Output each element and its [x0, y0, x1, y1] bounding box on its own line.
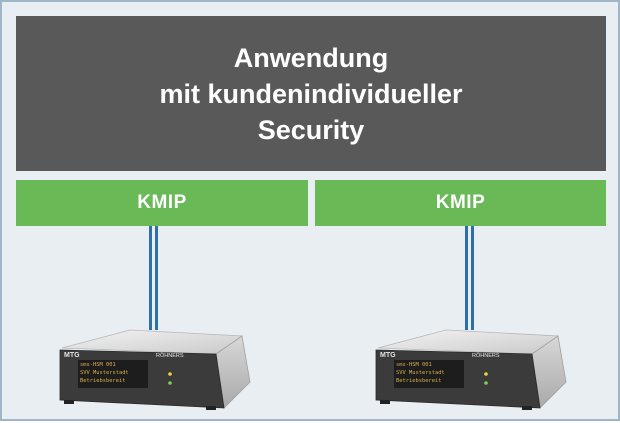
- device-brand: MTG: [380, 352, 396, 359]
- kmip-interface-right: KMIP: [315, 180, 606, 226]
- application-box: Anwendung mit kundenindividueller Securi…: [16, 16, 606, 171]
- display-line-3: Betriebsbereit: [396, 378, 442, 384]
- display-line-2: SVV Musterstadt: [396, 370, 445, 376]
- hsm-device-icon: [59, 329, 251, 410]
- device-maker: RÖHNERS: [472, 353, 500, 359]
- application-title-line-3: Security: [257, 114, 365, 145]
- kmip-label-right: KMIP: [435, 192, 486, 213]
- display-line-1: sms-HSM 001: [396, 362, 432, 368]
- application-title-line-1: Anwendung: [233, 42, 389, 73]
- hsm-device-right: MTG RÖHNERS sms-HSM 001 SVV Musterstadt …: [372, 324, 572, 418]
- application-title-line-2: mit kundenindividueller: [159, 78, 463, 109]
- device-display: sms-HSM 001 SVV Musterstadt Betriebsbere…: [396, 361, 464, 385]
- device-display: sms-HSM 001 SVV Musterstadt Betriebsbere…: [80, 361, 148, 385]
- display-line-3: Betriebsbereit: [80, 378, 126, 384]
- display-line-1: sms-HSM 001: [80, 362, 116, 368]
- network-cable-left: [149, 226, 158, 330]
- kmip-interface-left: KMIP: [16, 180, 308, 226]
- network-cable-right: [465, 226, 474, 330]
- kmip-label-left: KMIP: [137, 192, 187, 213]
- device-brand: MTG: [64, 352, 80, 359]
- display-line-2: SVV Musterstadt: [80, 370, 129, 376]
- hsm-device-left: MTG RÖHNERS sms-HSM 001 SVV Musterstadt …: [56, 324, 256, 418]
- hsm-device-icon: [375, 329, 567, 410]
- device-maker: RÖHNERS: [156, 353, 184, 359]
